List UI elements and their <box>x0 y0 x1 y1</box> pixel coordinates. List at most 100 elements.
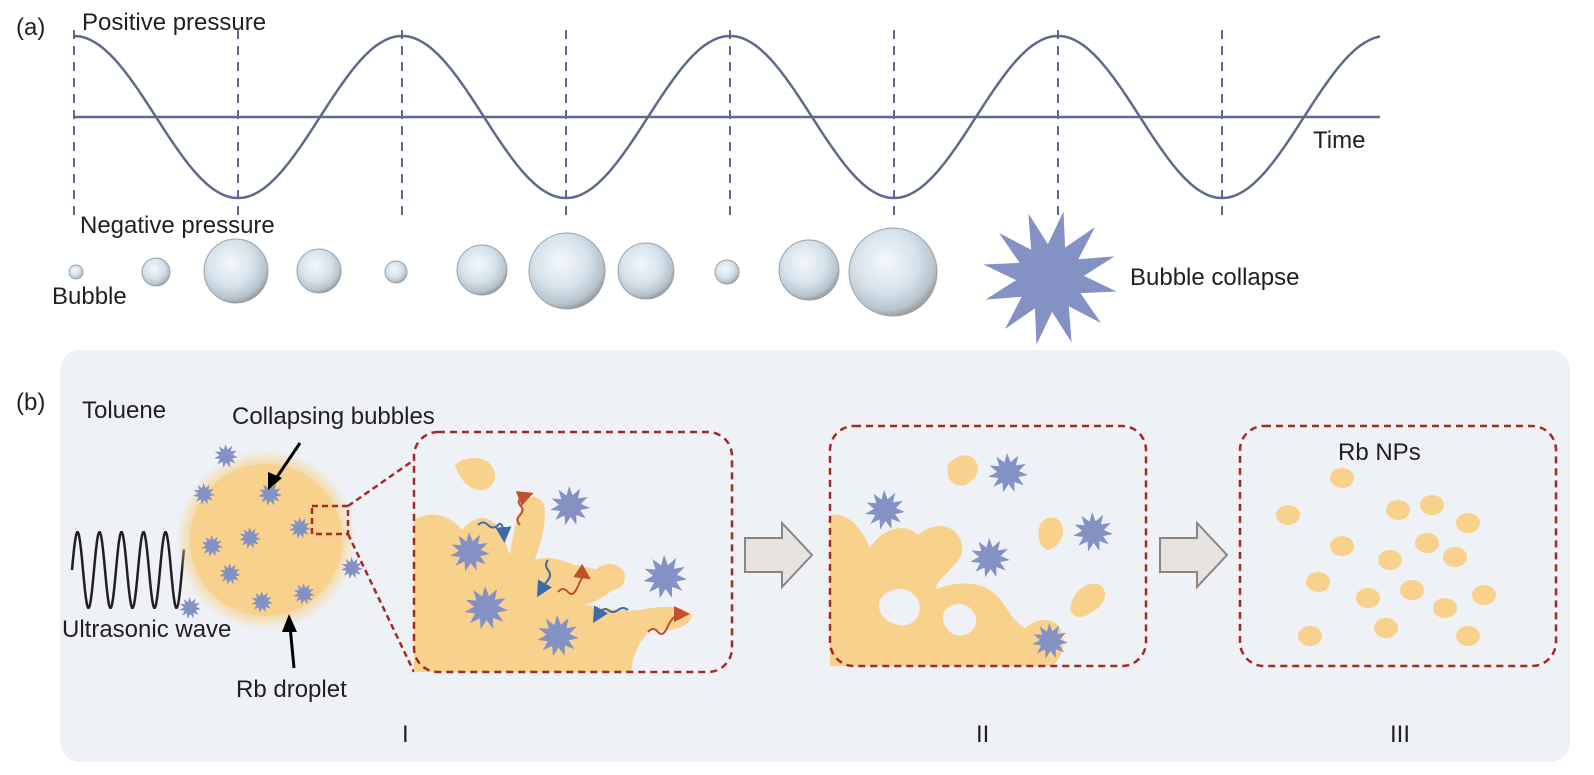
rb-nanoparticle <box>1433 598 1457 618</box>
bubble-growth-sequence <box>68 227 938 317</box>
stage-2-rb-fragment <box>1070 583 1106 617</box>
stage-2-rb-bulk <box>830 514 1064 666</box>
rb-nanoparticle <box>1378 550 1402 570</box>
stage-3-box <box>1238 424 1558 668</box>
collapsing-bubble-icon <box>464 586 508 630</box>
collapsing-bubble-icon <box>970 538 1010 578</box>
rb-nanoparticle <box>1443 547 1467 567</box>
collapsing-pointer-head <box>268 472 282 490</box>
shockwave-arrow <box>477 521 512 543</box>
collapsing-bubble-icon <box>988 453 1028 493</box>
collapsing-bubbles-label: Collapsing bubbles <box>232 403 435 430</box>
collapsing-bubble-icon <box>193 483 215 505</box>
collapsing-bubble-icon <box>865 490 905 530</box>
bubble <box>714 259 740 285</box>
panel-b: (b) Toluene Collapsing bubbles Ultrasoni… <box>16 350 1570 762</box>
pressure-wave <box>73 34 1381 200</box>
bubble <box>848 227 938 317</box>
droplet-collapsing-bubbles <box>179 444 363 619</box>
panel-a: (a) Positive pressure Negative pressure … <box>16 9 1381 345</box>
collapsing-bubble-icon <box>537 615 579 657</box>
bubble-label: Bubble <box>52 283 127 310</box>
rb-nanoparticle <box>1330 536 1354 556</box>
shockwave-arrow <box>537 559 552 598</box>
panel-a-tag: (a) <box>16 14 45 41</box>
collapsing-bubble-icon <box>643 555 687 599</box>
shockwave-arrow <box>592 605 629 624</box>
stage-label: I <box>402 721 409 748</box>
rb-nanoparticle <box>1386 500 1410 520</box>
collapsing-bubble-icon <box>450 532 490 572</box>
collapsing-bubble-icon <box>341 557 363 579</box>
stage-1-frame <box>412 430 734 674</box>
collapsing-bubble-icon <box>251 591 273 613</box>
stage-2-frame <box>828 424 1148 668</box>
stage-1-bursts <box>450 486 687 657</box>
ultrasonic-wave-label: Ultrasonic wave <box>62 616 231 643</box>
bubble <box>296 248 342 294</box>
collapsing-pointer-arrow <box>273 442 302 481</box>
ejection-arrow <box>557 563 591 595</box>
stage-2-box <box>828 424 1148 668</box>
stage-1-box <box>412 430 734 674</box>
bubble <box>141 257 171 287</box>
stage-label: III <box>1390 721 1410 748</box>
stage-label: II <box>976 721 989 748</box>
panel-b-tag: (b) <box>16 389 45 416</box>
bubble <box>456 244 508 296</box>
rb-nps-label: Rb NPs <box>1338 439 1421 466</box>
toluene-label: Toluene <box>82 397 166 424</box>
stage-2-rb-fragment <box>1038 517 1064 550</box>
stage-1-rb-fragment <box>418 514 462 548</box>
rb-droplet-label: Rb droplet <box>236 676 347 703</box>
stage-transition-arrow <box>744 520 814 590</box>
collapsing-bubble-icon <box>1032 623 1068 659</box>
collapsing-bubble-icon <box>239 527 261 549</box>
collapsing-bubble-icon <box>1073 512 1113 552</box>
rb-nanoparticle <box>1330 468 1354 488</box>
rb-nanoparticle <box>1420 495 1444 515</box>
rb-nanoparticle <box>1356 588 1380 608</box>
positive-pressure-label: Positive pressure <box>82 9 266 36</box>
droplet-pointer-head <box>282 614 297 632</box>
bubble <box>68 264 84 280</box>
collapsing-bubble-icon <box>179 597 201 619</box>
collapsing-bubble-icon <box>550 486 590 526</box>
bubble <box>778 239 840 301</box>
bubble-collapse-burst-icon <box>983 211 1117 345</box>
ejection-arrow <box>515 491 534 526</box>
rb-nanoparticle <box>1456 513 1480 533</box>
bubble <box>384 260 408 284</box>
rb-nanoparticles <box>1276 468 1496 646</box>
stage-3-frame <box>1238 424 1558 668</box>
ejection-arrow <box>647 606 690 635</box>
stage-2-rb-fragment <box>947 455 978 486</box>
zoom-line-top <box>347 458 415 508</box>
collapsing-bubble-icon <box>258 482 282 506</box>
collapsing-bubble-icon <box>214 444 238 468</box>
collapsing-bubble-icon <box>201 535 223 557</box>
stage-2-bursts <box>865 453 1113 659</box>
rb-nanoparticle <box>1276 505 1300 525</box>
negative-pressure-label: Negative pressure <box>80 212 275 239</box>
bubble-collapse-label: Bubble collapse <box>1130 264 1299 291</box>
collapsing-bubble-icon <box>293 583 315 605</box>
period-markers <box>73 30 1223 215</box>
stage-1-rb-bulk <box>414 496 692 672</box>
bubble <box>528 232 606 310</box>
stage-1-rb-fragment <box>592 564 625 591</box>
rb-nanoparticle <box>1415 533 1439 553</box>
rb-nanoparticle <box>1456 626 1480 646</box>
bubble <box>203 238 269 304</box>
collapsing-bubble-icon <box>219 563 241 585</box>
zoom-region <box>310 504 350 536</box>
rb-nanoparticle <box>1298 626 1322 646</box>
bubble <box>617 242 675 300</box>
rb-nanoparticle <box>1306 572 1330 592</box>
rb-nanoparticle <box>1374 618 1398 638</box>
ultrasonic-wave-icon <box>70 531 186 609</box>
collapsing-bubble-icon <box>289 517 311 539</box>
zoom-line-bottom <box>346 533 416 673</box>
